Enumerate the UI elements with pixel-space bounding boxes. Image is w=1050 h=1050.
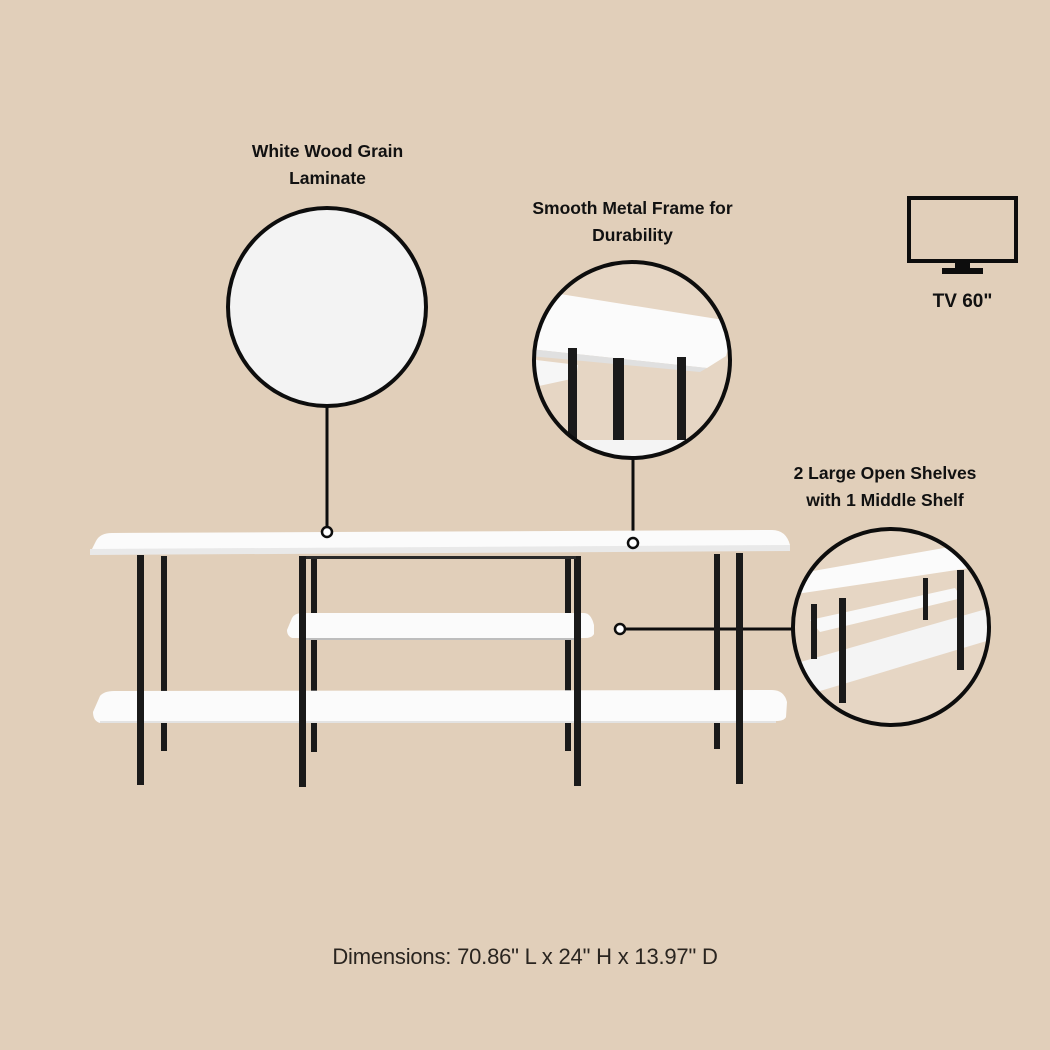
tv-size-label: TV 60": [932, 291, 993, 312]
laminate-callout-dot: [320, 525, 334, 539]
callout-frame-title: Smooth Metal Frame for Durability: [490, 195, 775, 249]
callout-shelves-line2: with 1 Middle Shelf: [806, 490, 964, 510]
tv-stand-illustration: [90, 530, 790, 787]
shelves-callout-dot: [613, 622, 627, 636]
callout-laminate-title: White Wood Grain Laminate: [200, 138, 455, 192]
frame-detail-circle: [532, 260, 732, 539]
callout-shelves-line1: 2 Large Open Shelves: [793, 463, 977, 483]
shelves-detail-circle: [625, 527, 991, 727]
laminate-swatch-circle: [226, 206, 428, 528]
callout-frame-line1: Smooth Metal Frame for: [532, 198, 733, 218]
callout-frame-line2: Durability: [592, 225, 673, 245]
frame-callout-dot: [626, 536, 640, 550]
tv-icon: [907, 196, 1018, 274]
callout-laminate-line2: Laminate: [289, 168, 366, 188]
callout-laminate-line1: White Wood Grain: [251, 141, 404, 161]
callout-shelves-title: 2 Large Open Shelves with 1 Middle Shelf: [760, 460, 1010, 514]
dimensions-text: Dimensions: 70.86" L x 24" H x 13.97" D: [332, 944, 718, 969]
